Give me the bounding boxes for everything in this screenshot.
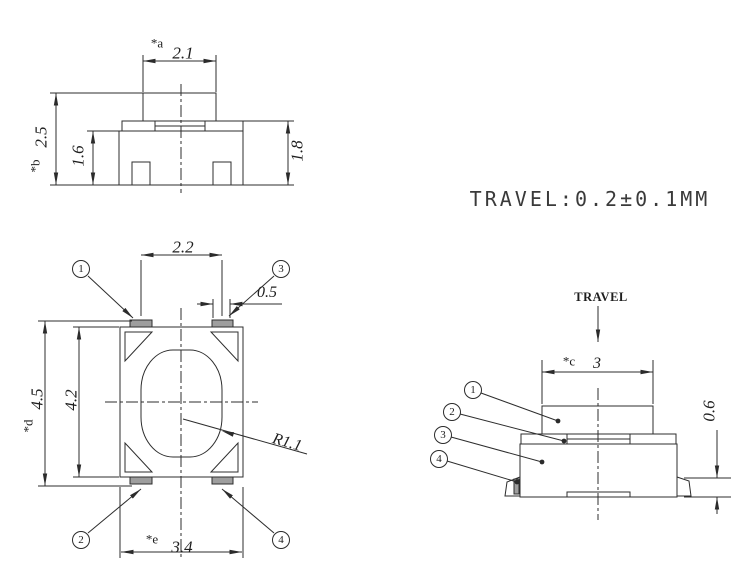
- top-corner-tab-br: [209, 441, 239, 473]
- callout-1-top-view: 1: [72, 260, 90, 278]
- front-right-foot: [212, 161, 232, 186]
- dim-base-height-value: 1.8: [287, 140, 307, 162]
- top-terminals: [129, 319, 234, 485]
- callout-3-top-view: 3: [272, 260, 290, 278]
- top-actuator-opening: [140, 349, 223, 458]
- travel-spec-note: TRAVEL:0.2±0.1MM: [469, 187, 711, 211]
- dim-d-extension-lines: [38, 320, 132, 487]
- side-leader-callout-1: [480, 392, 561, 424]
- callout-3-side-view: 3: [434, 426, 452, 444]
- leader-callout-3: [228, 275, 275, 317]
- dim-a-value: 2.1: [172, 43, 194, 63]
- dim-pitch-value: 2.2: [172, 237, 194, 257]
- dim-e-extension-lines: [119, 487, 244, 558]
- dim-e-label: *e: [145, 531, 159, 547]
- side-leader-callout-2: [459, 413, 567, 444]
- callout-2-top-view: 2: [72, 531, 90, 549]
- terminal-4: [211, 476, 234, 485]
- callout-4-side-view: 4: [430, 450, 448, 468]
- top-corner-tab-bl: [124, 441, 154, 473]
- side-stem-outline: [541, 405, 654, 435]
- dim-c-extension-lines: [541, 360, 654, 404]
- dim-body-height-value: 1.6: [68, 145, 88, 167]
- top-corner-tab-tl: [124, 331, 154, 363]
- side-base-bottom-recess: [566, 491, 631, 497]
- terminal-3: [211, 319, 234, 328]
- side-cover-right: [629, 433, 677, 445]
- callout-4-top-view: 4: [272, 531, 290, 549]
- dim-terminal-width-value: 0.5: [257, 284, 277, 301]
- front-left-tab: [121, 120, 156, 132]
- side-view: [446, 306, 731, 520]
- top-body-outline: [119, 326, 244, 478]
- terminal-2: [129, 476, 153, 485]
- dim-standoff-value: 0.6: [699, 400, 719, 422]
- leader-callout-4: [221, 488, 275, 534]
- dim-d-label: *d: [20, 419, 36, 433]
- dim-body-length-value: 4.2: [61, 389, 81, 411]
- dim-c-value: 3: [593, 355, 601, 372]
- dim-d-value: 4.5: [27, 388, 47, 410]
- dim-b-extension-lines: [50, 92, 143, 186]
- dim-b-value: 2.5: [31, 126, 51, 148]
- side-terminal-left-end: [513, 478, 520, 495]
- dim-c-label: *c: [562, 353, 576, 369]
- front-right-tab: [204, 120, 244, 132]
- travel-direction-label: TRAVEL: [574, 289, 628, 304]
- dim-e-value: 3.4: [171, 537, 193, 557]
- dim-standoff-extension-lines: [684, 477, 731, 498]
- side-leader-callout-3: [450, 436, 545, 465]
- terminal-1: [129, 319, 153, 328]
- dim-a-label: *a: [150, 35, 164, 51]
- front-stem-outline: [142, 92, 217, 122]
- dim-b-label: *b: [27, 159, 43, 173]
- leader-callout-2: [87, 488, 142, 534]
- top-corner-tab-tr: [209, 331, 239, 363]
- radius-leader-arrow: [222, 431, 235, 437]
- side-leader-callout-4: [446, 460, 520, 485]
- leader-callout-1: [87, 275, 134, 319]
- side-base-outline: [519, 443, 678, 498]
- side-terminal-right: [676, 476, 692, 497]
- front-body-outline: [118, 130, 244, 186]
- radius-leader-line: [182, 418, 308, 455]
- front-view: [50, 55, 294, 193]
- callout-2-side-view: 2: [443, 403, 461, 421]
- dim-pitch-extension-lines: [140, 260, 223, 316]
- top-view: [38, 252, 308, 558]
- dim-18-extension-lines: [243, 120, 294, 186]
- front-left-foot: [131, 161, 151, 186]
- callout-1-side-view: 1: [464, 381, 482, 399]
